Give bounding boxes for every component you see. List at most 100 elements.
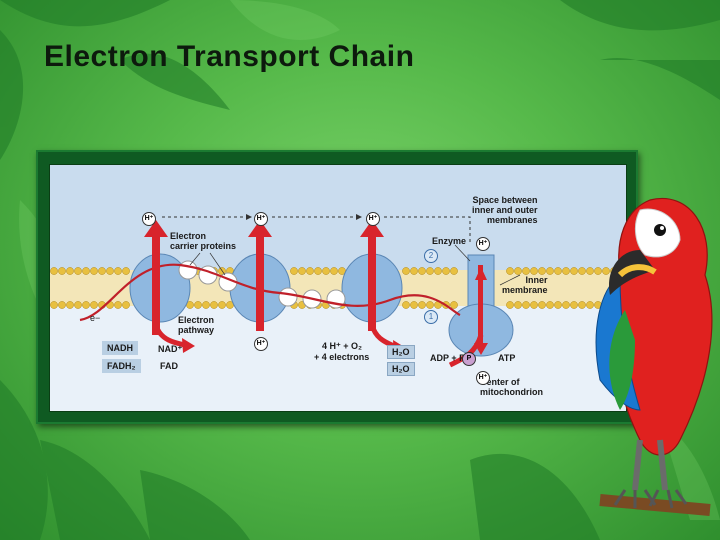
lipid-head: [402, 267, 410, 275]
lipid-head: [66, 301, 74, 309]
lipid-head: [306, 267, 314, 275]
diagram-frame: Space between inner and outer membranes …: [36, 150, 638, 424]
proton-marker: H⁺: [366, 212, 380, 226]
lipid-head: [578, 267, 586, 275]
lipid-head: [50, 301, 58, 309]
lipid-head: [538, 267, 546, 275]
label-h2o-1: H₂O: [387, 345, 415, 359]
label-adp-p: ADP + P: [430, 353, 466, 363]
lipid-head: [74, 267, 82, 275]
label-inner-membrane: Inner membrane: [502, 275, 548, 295]
lipid-head: [314, 267, 322, 275]
matrix-space: [50, 306, 626, 411]
lipid-head: [554, 301, 562, 309]
proton-pump-arrows: [144, 220, 384, 335]
step-marker-2: 2: [424, 249, 438, 263]
proton-flow-dashed: [162, 216, 471, 245]
lipid-head: [218, 301, 226, 309]
lipid-head: [410, 267, 418, 275]
lipid-head: [98, 267, 106, 275]
label-4-electrons: + 4 electrons: [314, 352, 370, 362]
lipid-head: [330, 267, 338, 275]
diagram-canvas: Space between inner and outer membranes …: [49, 164, 627, 412]
lipid-head: [210, 301, 218, 309]
lipid-head: [66, 267, 74, 275]
lipid-head: [554, 267, 562, 275]
lipid-head: [418, 301, 426, 309]
label-fadh2: FADH₂: [102, 359, 141, 373]
lipid-head: [74, 301, 82, 309]
lipid-head: [50, 267, 58, 275]
lipid-head: [122, 301, 130, 309]
proton-marker: H⁺: [476, 371, 490, 385]
proton-marker: H⁺: [476, 237, 490, 251]
lipid-head: [122, 267, 130, 275]
lipid-head: [322, 267, 330, 275]
lipid-head: [538, 301, 546, 309]
lipid-head: [594, 267, 602, 275]
lipid-head: [90, 267, 98, 275]
label-electron-pathway: Electron pathway: [178, 315, 215, 335]
lipid-head: [58, 267, 66, 275]
label-fad: FAD: [160, 361, 178, 371]
proton-marker: H⁺: [254, 212, 268, 226]
lipid-head: [426, 267, 434, 275]
lipid-head: [402, 301, 410, 309]
lipid-head: [90, 301, 98, 309]
lipid-head: [450, 301, 458, 309]
label-4h-o2: 4 H⁺ + O₂: [322, 341, 363, 351]
electron-pathway-line: [79, 263, 461, 322]
lipid-head: [506, 267, 514, 275]
lipid-head: [522, 267, 530, 275]
label-enzyme: Enzyme: [432, 236, 467, 246]
lipid-head: [570, 301, 578, 309]
lipid-head: [586, 301, 594, 309]
label-h2o-2: H₂O: [387, 362, 415, 376]
slide-title: Electron Transport Chain: [44, 40, 415, 73]
lipid-head: [410, 301, 418, 309]
lipid-head: [418, 267, 426, 275]
lipid-head: [82, 301, 90, 309]
lipid-head: [530, 267, 538, 275]
lipid-head: [578, 301, 586, 309]
phosphate-marker: P: [462, 352, 476, 366]
lipid-head: [522, 301, 530, 309]
step-marker-1: 1: [424, 310, 438, 324]
lipid-head: [434, 267, 442, 275]
lipid-head: [506, 301, 514, 309]
lipid-head: [514, 301, 522, 309]
lipid-head: [202, 301, 210, 309]
label-nad: NAD⁺: [158, 344, 183, 354]
lipid-head: [546, 301, 554, 309]
label-electron-carrier-proteins: Electron carrier proteins: [170, 231, 237, 251]
lipid-head: [426, 301, 434, 309]
lipid-head: [82, 267, 90, 275]
lipid-head: [298, 267, 306, 275]
parrot-mascot: [595, 197, 713, 516]
lipid-head: [562, 301, 570, 309]
lipid-head: [602, 267, 610, 275]
label-intermembrane-space: Space between inner and outer membranes: [472, 195, 538, 225]
label-atp: ATP: [498, 353, 516, 363]
label-electron: e−: [90, 313, 101, 323]
lipid-head: [114, 267, 122, 275]
proton-marker: H⁺: [142, 212, 156, 226]
lipid-head: [194, 301, 202, 309]
lipid-head: [586, 267, 594, 275]
label-nadh: NADH: [102, 341, 138, 355]
lipid-head: [106, 267, 114, 275]
lipid-head: [442, 267, 450, 275]
label-mitochondrial-matrix: Center of mitochondrion: [480, 377, 543, 397]
lipid-head: [530, 301, 538, 309]
lipid-head: [290, 267, 298, 275]
lipid-head: [450, 267, 458, 275]
lipid-head: [58, 301, 66, 309]
lipid-head: [570, 267, 578, 275]
lipid-head: [546, 267, 554, 275]
lipid-head: [562, 267, 570, 275]
proton-marker: H⁺: [254, 337, 268, 351]
callout-lines: [189, 244, 521, 286]
lipid-head: [114, 301, 122, 309]
lipid-head: [514, 267, 522, 275]
etc-diagram: [50, 165, 626, 411]
